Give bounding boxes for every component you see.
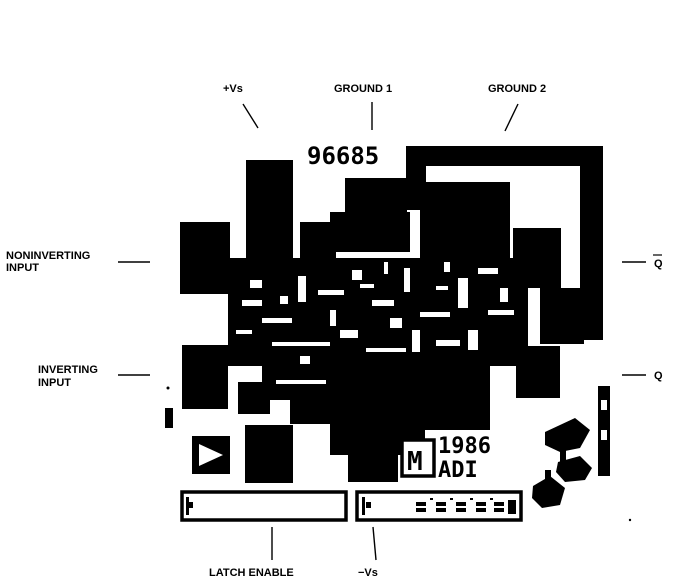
maker-logo: M <box>400 438 436 478</box>
die-part-number: 96685 <box>307 142 379 170</box>
label-noninverting-line2: INPUT <box>6 262 39 274</box>
label-noninverting-line1: NONINVERTING <box>6 250 90 262</box>
leader-vs-negative <box>372 526 377 561</box>
label-vs-negative: −Vs <box>358 567 378 579</box>
label-q-bar: Q <box>654 258 663 270</box>
die-year: 1986 <box>438 434 491 459</box>
leader-ground-2 <box>504 103 519 132</box>
label-vs-positive: +Vs <box>223 83 243 95</box>
latch-enable-bar <box>180 490 348 522</box>
die-circuit-core <box>228 258 528 396</box>
die-maker: ADI <box>438 458 478 483</box>
label-ground-1: GROUND 1 <box>334 83 392 95</box>
label-inverting-line1: INVERTING <box>38 364 98 376</box>
test-structures <box>532 386 610 508</box>
label-latch-enable: LATCH ENABLE <box>209 567 294 579</box>
label-q: Q <box>654 370 663 382</box>
vs-negative-bar <box>355 490 523 522</box>
play-icon <box>192 436 230 474</box>
leader-vs-positive <box>242 103 259 129</box>
label-ground-2: GROUND 2 <box>488 83 546 95</box>
label-inverting-line2: INPUT <box>38 377 71 389</box>
speck <box>628 518 632 522</box>
logo-letter: M <box>407 447 423 477</box>
